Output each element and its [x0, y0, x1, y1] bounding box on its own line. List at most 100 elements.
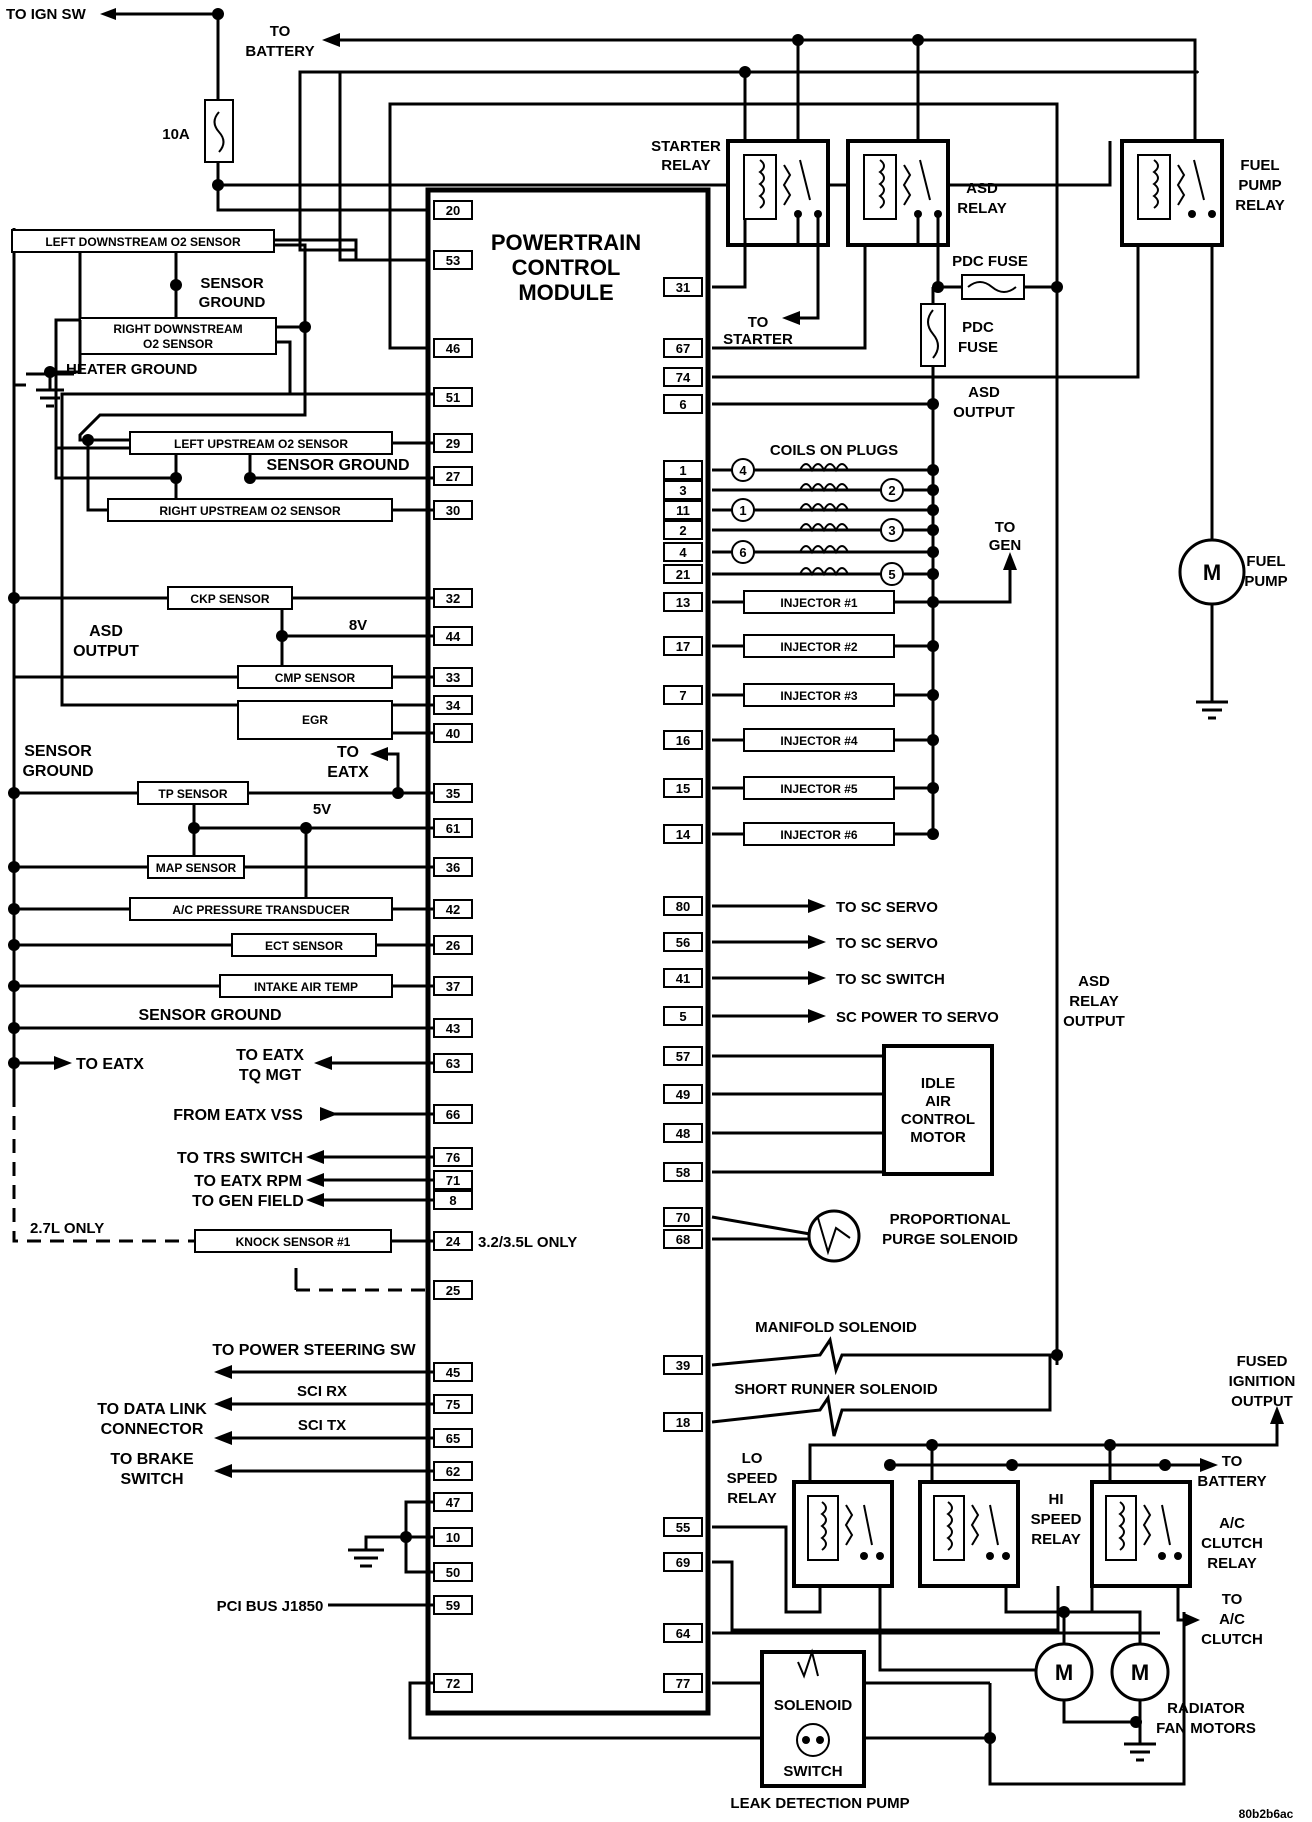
- pin-right-2: 2: [663, 520, 703, 540]
- pin-label: 53: [446, 253, 460, 268]
- right-downstream-o2-sensor: [79, 317, 277, 355]
- pin-left-33: 33: [433, 667, 473, 687]
- to-ac-clutch-1: TO: [1222, 1591, 1243, 1608]
- solenoid-label: SOLENOID: [774, 1697, 853, 1714]
- pin-label: 58: [676, 1165, 690, 1180]
- pin-left-61: 61: [433, 818, 473, 838]
- pin-label: 45: [446, 1365, 460, 1380]
- pin-label: 27: [446, 469, 460, 484]
- left-wiring: LEFT DOWNSTREAM O2 SENSOR SENSOR GROUND …: [8, 228, 990, 1740]
- pin-label: 2: [679, 523, 686, 538]
- pins-right: 3167746131124211317716151480564155749485…: [663, 277, 703, 1693]
- pin-right-16: 16: [663, 730, 703, 750]
- pin-right-64: 64: [663, 1623, 703, 1643]
- pin-left-26: 26: [433, 935, 473, 955]
- pin-left-66: 66: [433, 1104, 473, 1124]
- pin-label: 4: [679, 545, 687, 560]
- pin-label: 13: [676, 595, 690, 610]
- pin-label: 55: [676, 1520, 690, 1535]
- pin-left-76: 76: [433, 1147, 473, 1167]
- fuel-pump-motor-symbol: M: [1203, 560, 1221, 585]
- coil-row: 3: [712, 518, 939, 542]
- pin-left-75: 75: [433, 1394, 473, 1414]
- leak-detection-pump: [760, 1650, 866, 1788]
- pin-left-8: 8: [433, 1190, 473, 1210]
- pin-label: 70: [676, 1210, 690, 1225]
- ground-icon: [1124, 1742, 1156, 1762]
- asd-output-left-1: ASD: [89, 623, 123, 640]
- ac-pressure-label: A/C PRESSURE TRANSDUCER: [172, 903, 350, 917]
- pin-label: 61: [446, 821, 460, 836]
- injector-label: INJECTOR #6: [780, 828, 857, 842]
- coil-row: 6: [712, 540, 939, 564]
- pin-label: 35: [446, 786, 460, 801]
- to-eatx-lower: TO EATX: [76, 1056, 144, 1073]
- pin-label: 51: [446, 390, 460, 405]
- ground-icon: [1196, 700, 1228, 720]
- map-sensor-label: MAP SENSOR: [156, 861, 237, 875]
- pin-label: 74: [676, 370, 691, 385]
- ground-icon: [348, 1548, 384, 1568]
- iac-label-2: AIR: [925, 1093, 951, 1110]
- only-27l-label: 2.7L ONLY: [30, 1220, 104, 1237]
- pin-label: 64: [676, 1626, 691, 1641]
- pin-label: 65: [446, 1431, 460, 1446]
- pin-right-3: 3: [663, 480, 703, 500]
- pin-label: 37: [446, 979, 460, 994]
- coil-row: 4: [712, 458, 939, 482]
- coil-number-left: 4: [739, 463, 747, 478]
- to-sc-switch: TO SC SWITCH: [836, 971, 945, 988]
- fan-motor-1-symbol: M: [1055, 1660, 1073, 1685]
- short-runner-solenoid-label: SHORT RUNNER SOLENOID: [734, 1381, 938, 1398]
- pdc-fuse-1: [961, 274, 1025, 300]
- coils-on-plugs-label: COILS ON PLUGS: [770, 442, 898, 459]
- pin-label: 77: [676, 1676, 690, 1691]
- pin-right-21: 21: [663, 564, 703, 584]
- coil-row: 5: [712, 562, 939, 586]
- egr: [237, 700, 393, 740]
- pin-left-37: 37: [433, 976, 473, 996]
- iac-label-3: CONTROL: [901, 1111, 975, 1128]
- ac-clutch-relay-2: CLUTCH: [1201, 1535, 1263, 1552]
- iac-label-1: IDLE: [921, 1075, 955, 1092]
- hi-speed-relay-2: SPEED: [1031, 1511, 1082, 1528]
- sensor-ground-label-2: SENSOR GROUND: [266, 457, 409, 474]
- to-battery-right-2: BATTERY: [1197, 1473, 1266, 1490]
- only-32-35l-label: 3.2/3.5L ONLY: [478, 1234, 577, 1251]
- pin-right-39: 39: [663, 1355, 703, 1375]
- pin-left-72: 72: [433, 1673, 473, 1693]
- injector-2: INJECTOR #2: [712, 634, 939, 658]
- pin-right-56: 56: [663, 932, 703, 952]
- heater-ground-label: HEATER GROUND: [66, 361, 198, 378]
- starter-relay-label-1: STARTER: [651, 138, 721, 155]
- pin-left-51: 51: [433, 387, 473, 407]
- pin-right-68: 68: [663, 1229, 703, 1249]
- pin-label: 41: [676, 971, 690, 986]
- ac-clutch-relay-3: RELAY: [1207, 1555, 1256, 1572]
- asd-output-1: ASD: [968, 384, 1000, 401]
- injector-label: INJECTOR #2: [780, 640, 857, 654]
- to-eatx-rpm-label: TO EATX RPM: [194, 1173, 302, 1190]
- pin-left-50: 50: [433, 1562, 473, 1582]
- pin-left-45: 45: [433, 1362, 473, 1382]
- pin-label: 40: [446, 726, 460, 741]
- asd-relay-output-2: RELAY: [1069, 993, 1118, 1010]
- pin-label: 39: [676, 1358, 690, 1373]
- coil-number-right: 3: [888, 523, 895, 538]
- radiator-fan-2: FAN MOTORS: [1156, 1720, 1256, 1737]
- hi-speed-relay: [918, 1480, 1020, 1588]
- to-gen-1: TO: [995, 519, 1016, 536]
- ckp-sensor-label: CKP SENSOR: [190, 592, 269, 606]
- pin-left-40: 40: [433, 723, 473, 743]
- pin-label: 7: [679, 688, 686, 703]
- injector-1: INJECTOR #1: [712, 590, 939, 614]
- pin-label: 42: [446, 902, 460, 917]
- egr-label: EGR: [302, 713, 328, 727]
- pin-label: 1: [679, 463, 686, 478]
- sensor-ground-left-1: SENSOR: [24, 743, 92, 760]
- to-eatx-upper-1: TO: [337, 744, 359, 761]
- pin-label: 66: [446, 1107, 460, 1122]
- module-title-2: CONTROL: [512, 255, 621, 280]
- pin-left-25: 25: [433, 1280, 473, 1300]
